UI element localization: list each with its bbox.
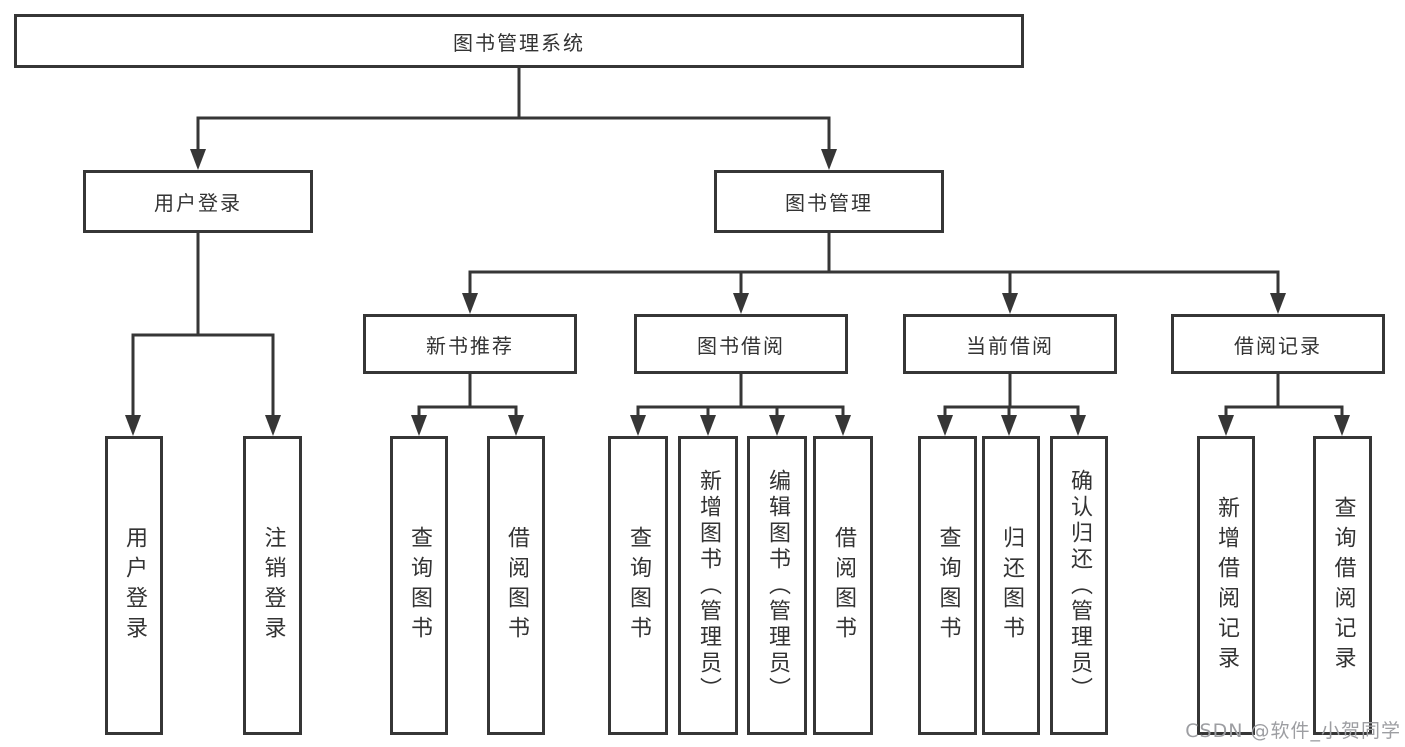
- node-user-login-label: 用户登录: [154, 191, 242, 215]
- leaf-user-login: 用户登录: [105, 436, 163, 735]
- node-root: 图书管理系统: [14, 14, 1024, 68]
- leaf-logout: 注销登录: [243, 436, 302, 735]
- node-borrow-records-label: 借阅记录: [1234, 333, 1322, 358]
- leaf-borrow-borrow: 借阅图书: [813, 436, 873, 735]
- node-book-manage: 图书管理: [714, 170, 944, 233]
- leaf-borrow-query-label: 查询图书: [626, 525, 651, 646]
- leaf-borrow-add: 新增图书（管理员）: [678, 436, 738, 735]
- leaf-borrow-query: 查询图书: [608, 436, 668, 735]
- node-current-borrow-label: 当前借阅: [966, 333, 1054, 358]
- leaf-newbook-query: 查询图书: [390, 436, 448, 735]
- leaf-user-login-label: 用户登录: [122, 525, 147, 646]
- leaf-records-add-label: 新增借阅记录: [1214, 495, 1239, 676]
- node-book-borrow-label: 图书借阅: [697, 333, 785, 358]
- leaf-current-query-label: 查询图书: [935, 525, 961, 646]
- leaf-records-add: 新增借阅记录: [1197, 436, 1255, 735]
- leaf-borrow-edit: 编辑图书（管理员）: [747, 436, 807, 735]
- node-current-borrow: 当前借阅: [903, 314, 1117, 374]
- node-root-label: 图书管理系统: [453, 30, 585, 55]
- leaf-borrow-add-label: 新增图书（管理员）: [696, 468, 721, 703]
- leaf-logout-label: 注销登录: [260, 525, 286, 646]
- leaf-current-return-label: 归还图书: [999, 525, 1024, 646]
- leaf-newbook-query-label: 查询图书: [407, 525, 432, 646]
- node-borrow-records: 借阅记录: [1171, 314, 1385, 374]
- watermark: CSDN @软件_小贺同学: [1185, 720, 1401, 742]
- leaf-current-return: 归还图书: [982, 436, 1040, 735]
- node-new-book-recommend: 新书推荐: [363, 314, 577, 374]
- leaf-newbook-borrow-label: 借阅图书: [504, 525, 529, 646]
- node-book-borrow: 图书借阅: [634, 314, 848, 374]
- leaf-current-confirm: 确认归还（管理员）: [1050, 436, 1108, 735]
- leaf-current-confirm-label: 确认归还（管理员）: [1067, 468, 1092, 703]
- leaf-newbook-borrow: 借阅图书: [487, 436, 545, 735]
- leaf-records-query: 查询借阅记录: [1313, 436, 1372, 735]
- node-book-manage-label: 图书管理: [785, 191, 873, 215]
- leaf-current-query: 查询图书: [918, 436, 977, 735]
- node-user-login: 用户登录: [83, 170, 313, 233]
- leaf-borrow-borrow-label: 借阅图书: [831, 525, 856, 646]
- leaf-records-query-label: 查询借阅记录: [1330, 495, 1356, 676]
- node-new-book-recommend-label: 新书推荐: [426, 333, 514, 358]
- leaf-borrow-edit-label: 编辑图书（管理员）: [765, 468, 790, 703]
